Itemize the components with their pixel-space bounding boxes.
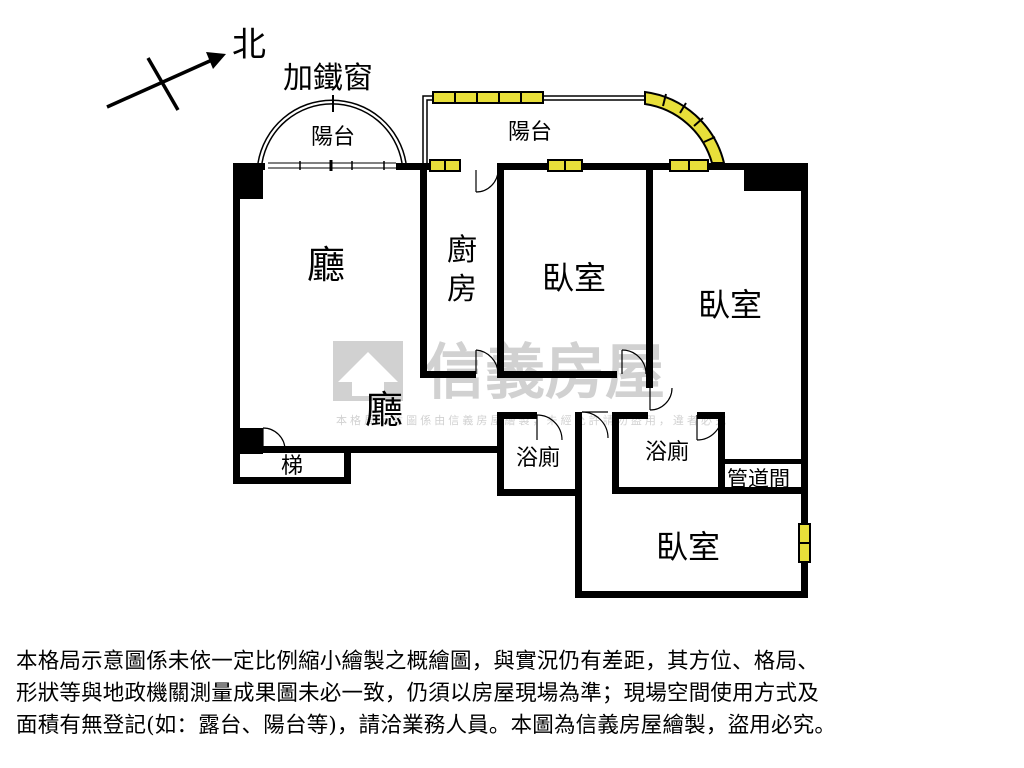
door-swing-icon (696, 414, 723, 441)
sliding-door-icon (268, 160, 396, 171)
living-room-label: 廳 (307, 243, 345, 287)
floor-plan: 信義房屋 本格局示意圖係由信義房屋繪製，未經允許請勿盜用，違者必究 北 加鐵窗 (106, 25, 811, 598)
balcony-right-label: 陽台 (508, 120, 552, 145)
door-swing-icon (621, 349, 647, 375)
doors (262, 169, 723, 451)
bedroom-2-label: 臥室 (698, 286, 762, 324)
living-room-label-lower: 廳 (365, 388, 403, 432)
balcony-curved-window (644, 90, 726, 164)
balcony-left (257, 99, 407, 171)
stairs-label: 梯 (281, 454, 303, 479)
disclaimer-text: 本格局示意圖係未依一定比例縮小繪製之概繪圖，與實況仍有差距，其方位、格局、 形狀… (16, 646, 1016, 742)
north-arrow-icon: 北 (106, 25, 266, 111)
watermark-logo (333, 341, 403, 401)
pipe-room-label: 管道間 (727, 467, 790, 491)
door-swing-icon (475, 349, 499, 375)
kitchen-label-2: 房 (447, 272, 477, 307)
iron-window-label: 加鐵窗 (283, 61, 373, 96)
door-swing-icon (649, 387, 673, 411)
room-labels: 陽台 陽台 廳 廳 廚 房 臥室 臥室 臥室 浴廁 浴廁 管道間 梯 (281, 120, 790, 566)
door-swing-icon (475, 169, 499, 193)
disclaimer-line-3: 面積有無登記(如：露台、陽台等)，請洽業務人員。本圖為信義房屋繪製，盜用必究。 (16, 713, 837, 738)
door-swing-icon (536, 414, 563, 441)
north-label: 北 (232, 25, 266, 65)
door-swing-icon (581, 411, 609, 439)
balcony-left-label: 陽台 (311, 125, 355, 150)
kitchen-label-1: 廚 (447, 233, 477, 268)
walls (233, 163, 808, 598)
bathroom-2-label: 浴廁 (645, 440, 689, 465)
disclaimer-line-2: 形狀等與地政機關測量成果圖未必一致，仍須以房屋現場為準；現場空間使用方式及 (16, 681, 819, 706)
door-swing-icon (262, 427, 286, 451)
bedroom-3-label: 臥室 (656, 528, 720, 566)
balcony-window (432, 91, 544, 104)
bedroom-1-label: 臥室 (542, 259, 606, 297)
balcony-right (422, 90, 726, 165)
bathroom-1-label: 浴廁 (516, 446, 560, 471)
disclaimer-line-1: 本格局示意圖係未依一定比例縮小繪製之概繪圖，與實況仍有差距，其方位、格局、 (16, 649, 819, 674)
windows (429, 159, 811, 563)
